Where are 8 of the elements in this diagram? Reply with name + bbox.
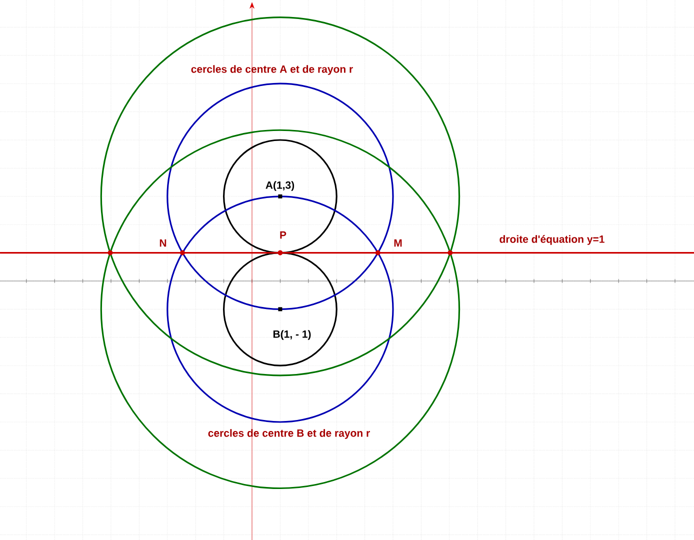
circle-caption: cercles de centre A et de rayon r bbox=[191, 65, 353, 75]
point-label: B(1, - 1) bbox=[273, 330, 311, 340]
point-label: M bbox=[394, 239, 402, 247]
line-label: droite d'équation y=1 bbox=[500, 235, 604, 245]
point-label: N bbox=[160, 239, 166, 247]
point-label: P bbox=[280, 231, 286, 239]
circle-caption: cercles de centre B et de rayon r bbox=[208, 429, 370, 439]
point-label: A(1,3) bbox=[266, 181, 294, 191]
